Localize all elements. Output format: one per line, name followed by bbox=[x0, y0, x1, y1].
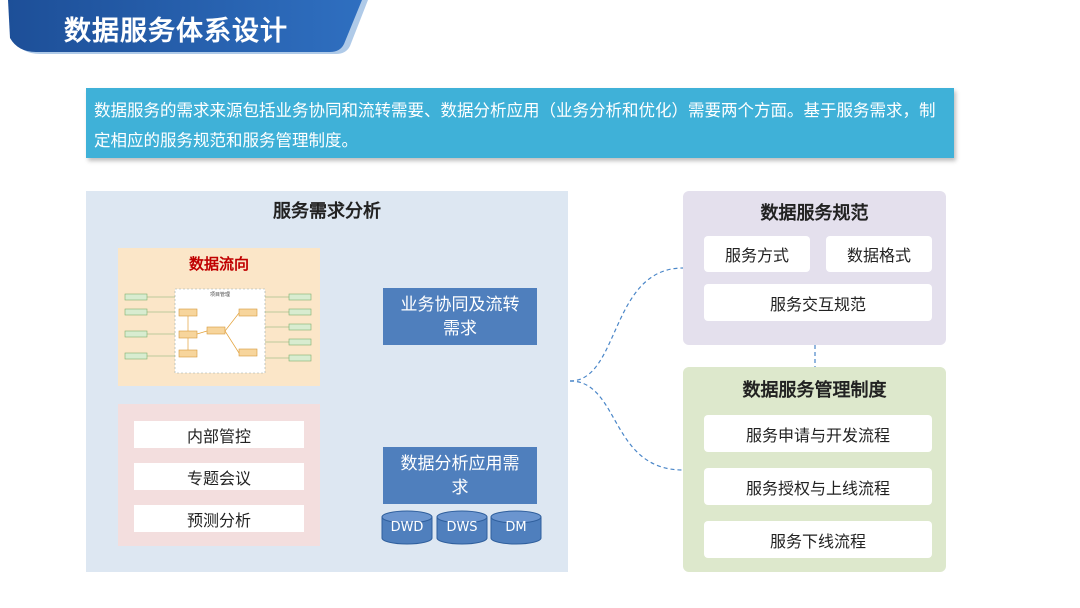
database-icon bbox=[381, 517, 433, 545]
spec-data-format: 数据格式 bbox=[826, 236, 932, 272]
item-topic-meeting: 专题会议 bbox=[134, 463, 304, 490]
data-analysis-button: 数据分析应用需求 bbox=[383, 447, 537, 504]
database-icon bbox=[490, 517, 542, 545]
db-dwd: DWD bbox=[390, 520, 424, 535]
item-internal-control: 内部管控 bbox=[134, 421, 304, 448]
service-management-title: 数据服务管理制度 bbox=[742, 380, 887, 401]
mgmt-apply-develop: 服务申请与开发流程 bbox=[704, 415, 932, 452]
spec-interaction: 服务交互规范 bbox=[704, 284, 932, 321]
mgmt-authorize-launch: 服务授权与上线流程 bbox=[704, 468, 932, 505]
mgmt-offline: 服务下线流程 bbox=[704, 521, 932, 558]
data-flow-diagram-thumbnail: 项目管理 bbox=[124, 288, 312, 374]
intro-box bbox=[86, 88, 954, 158]
business-collaboration-label: 业务协同及流转需求 bbox=[400, 294, 520, 339]
database-icon bbox=[436, 517, 488, 545]
intro-text: 数据服务的需求来源包括业务协同和流转需要、数据分析应用（业务分析和优化）需要两个… bbox=[94, 101, 936, 150]
db-dws: DWS bbox=[446, 520, 478, 535]
requirement-analysis-title: 服务需求分析 bbox=[273, 201, 381, 222]
flow-center-label: 项目管理 bbox=[210, 291, 230, 298]
spec-service-mode: 服务方式 bbox=[704, 236, 810, 272]
item-forecast-analysis: 预测分析 bbox=[134, 505, 304, 532]
service-spec-title: 数据服务规范 bbox=[760, 203, 869, 224]
data-analysis-label: 数据分析应用需求 bbox=[400, 453, 520, 498]
database-cylinders bbox=[381, 510, 542, 545]
page-title: 数据服务体系设计 bbox=[64, 16, 288, 47]
data-flow-title: 数据流向 bbox=[188, 255, 249, 273]
header-banner bbox=[8, 0, 368, 54]
business-collaboration-button: 业务协同及流转需求 bbox=[383, 288, 537, 345]
db-dm: DM bbox=[505, 520, 527, 535]
